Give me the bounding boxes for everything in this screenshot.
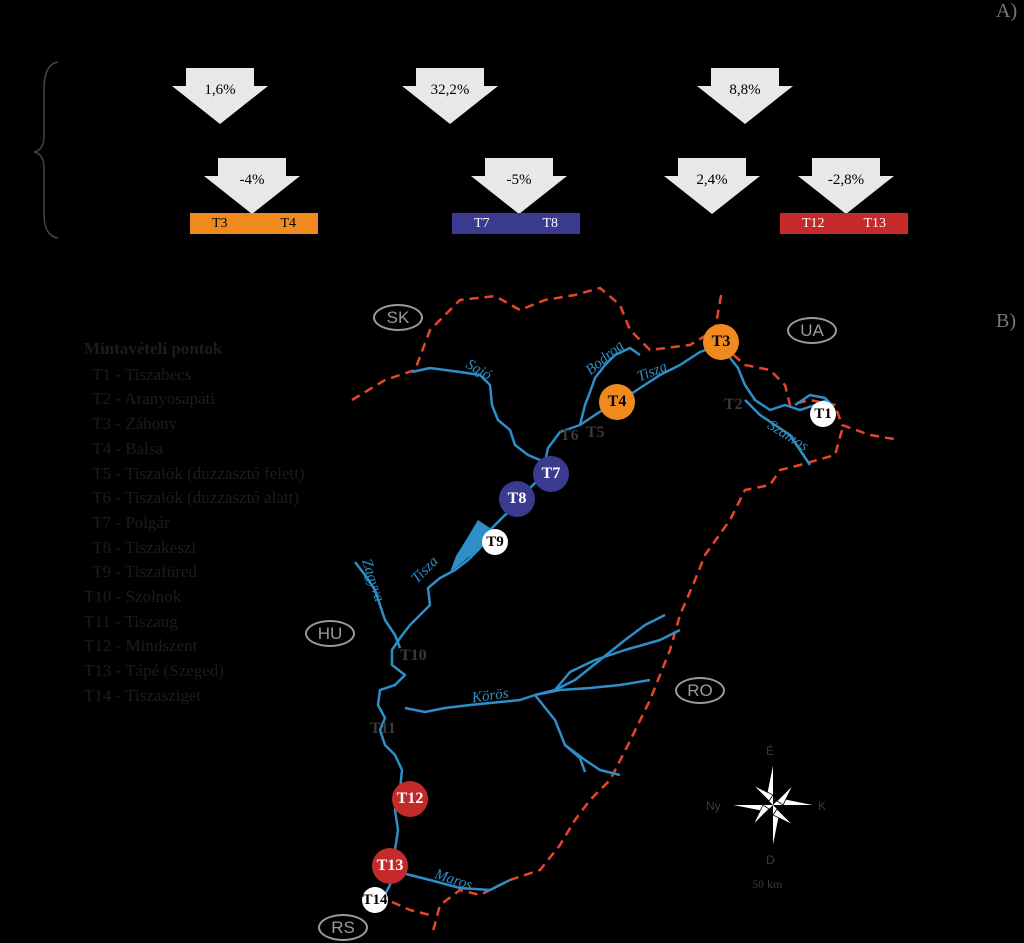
- legend-item: T8 - Tiszakeszi: [84, 537, 197, 557]
- legend-title: Mintavételi pontok: [84, 339, 223, 358]
- arrow-1-value: 1,6%: [204, 82, 236, 98]
- legend-item: T11 - Tiszaug: [84, 611, 178, 631]
- legend-item: T5 - Tiszalök (duzzasztó felett): [84, 463, 305, 483]
- arrow-5-value: -5%: [506, 172, 532, 188]
- station-t9: T9: [482, 529, 508, 555]
- arrow-7: -2,8%: [798, 158, 894, 214]
- tisza-lake: [450, 520, 490, 572]
- arrow-2: 32,2%: [402, 68, 498, 124]
- station-t3: T3: [703, 324, 739, 360]
- station-t12: T12: [392, 781, 428, 817]
- legend-item: T3 - Záhony: [84, 414, 178, 434]
- bar-t4-label: T4: [280, 215, 296, 231]
- zagyva: [354, 561, 402, 649]
- station-t10: T10: [400, 647, 427, 664]
- station-t6: T6: [560, 427, 579, 444]
- legend-item: T10 - Szolnok: [84, 587, 182, 607]
- bar-t3-label: T3: [212, 215, 228, 231]
- scale-bar: [748, 870, 800, 873]
- bodrog: [578, 346, 641, 426]
- maros: [391, 868, 511, 892]
- station-t2: T2: [724, 396, 743, 413]
- brace: [33, 61, 59, 239]
- arrow-5: -5%: [471, 158, 567, 214]
- legend-item: T6 - Tiszalök (duzzasztó alatt): [84, 488, 299, 508]
- legend-item: T4 - Balsa: [84, 438, 164, 458]
- bar-t12-t13: T12 T13: [780, 213, 908, 234]
- scale-label: 50 km: [752, 877, 783, 891]
- arrow-2-value: 32,2%: [430, 82, 470, 98]
- compass-rose: [730, 762, 816, 848]
- koros-branch2: [534, 694, 621, 777]
- sajo: [411, 366, 541, 462]
- arrow-4: -4%: [204, 158, 300, 214]
- station-t1: T1: [810, 401, 836, 427]
- arrow-6: 2,4%: [664, 158, 760, 214]
- country-ua: UA: [787, 317, 837, 344]
- border-north: [351, 286, 724, 402]
- bar-t3-t4: T3 T4: [190, 213, 318, 234]
- border-south: [391, 900, 431, 917]
- station-t13: T13: [372, 848, 408, 884]
- legend-item: T12 - Mindszent: [84, 636, 198, 656]
- legend: Mintavételi pontok T1 - Tiszabecs T2 - A…: [84, 337, 305, 709]
- station-t4: T4: [599, 384, 635, 420]
- legend-item: T1 - Tiszabecs: [84, 364, 192, 384]
- arrow-4-value: -4%: [239, 172, 265, 188]
- szamos: [744, 399, 812, 466]
- koros-branch4: [564, 744, 587, 773]
- station-t7: T7: [533, 456, 569, 492]
- panel-b-label: B): [996, 310, 1016, 332]
- country-sk: SK: [373, 304, 423, 331]
- arrow-3-value: 8,8%: [729, 82, 761, 98]
- koros-branch3: [554, 628, 681, 691]
- station-t11: T11: [370, 720, 396, 737]
- bar-t12-label: T12: [802, 215, 825, 231]
- arrow-3: 8,8%: [697, 68, 793, 124]
- station-t14: T14: [362, 887, 388, 913]
- bar-t13-label: T13: [863, 215, 886, 231]
- country-rs: RS: [318, 914, 368, 941]
- country-hu: HU: [305, 620, 355, 647]
- compass-north: É: [766, 744, 775, 758]
- compass-west: Ny: [706, 799, 721, 813]
- legend-item: T13 - Tápé (Szeged): [84, 661, 224, 681]
- compass-east: K: [818, 799, 827, 813]
- arrow-1: 1,6%: [172, 68, 268, 124]
- country-ro: RO: [675, 677, 725, 704]
- station-t8: T8: [499, 481, 535, 517]
- legend-item: T7 - Polgár: [84, 512, 170, 532]
- koros-branch1: [534, 678, 651, 697]
- bar-t7-label: T7: [474, 215, 490, 231]
- compass-south: D: [766, 853, 775, 867]
- legend-item: T9 - Tiszafüred: [84, 562, 198, 582]
- legend-item: T2 - Aranyosapáti: [84, 389, 215, 409]
- arrow-6-value: 2,4%: [696, 172, 728, 188]
- bar-t7-t8: T7 T8: [452, 213, 580, 234]
- koros-main: [404, 613, 666, 714]
- panel-a-label: A): [996, 0, 1018, 22]
- legend-item: T14 - Tiszasziget: [84, 685, 202, 705]
- bar-t8-label: T8: [542, 215, 558, 231]
- arrow-7-value: -2,8%: [827, 172, 865, 188]
- station-t5: T5: [586, 424, 605, 441]
